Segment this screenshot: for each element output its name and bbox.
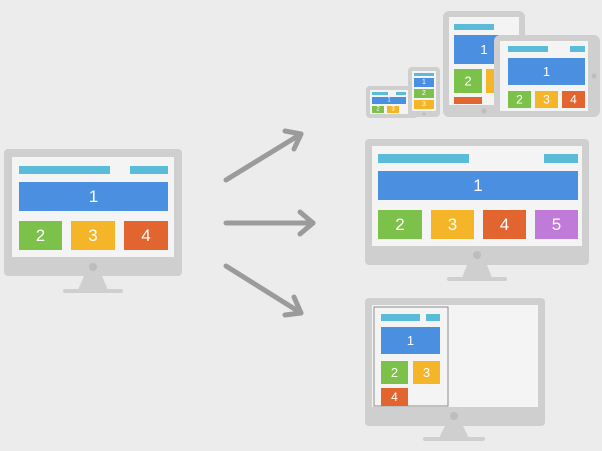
arrow-down-right-icon bbox=[223, 263, 304, 318]
header-bar-right bbox=[570, 46, 585, 52]
block-4 bbox=[562, 91, 585, 108]
block-2-label: 2 bbox=[422, 90, 426, 97]
header-bar bbox=[372, 92, 388, 95]
block-3 bbox=[414, 100, 434, 109]
block-2-label: 2 bbox=[464, 74, 471, 89]
block-2 bbox=[508, 91, 531, 108]
block-1-label: 1 bbox=[473, 176, 482, 195]
block-2 bbox=[372, 106, 384, 113]
header-bar bbox=[454, 24, 494, 30]
block-4-label: 4 bbox=[391, 390, 398, 404]
monitor-stand bbox=[439, 426, 469, 438]
block-4 bbox=[124, 221, 168, 250]
monitor-stand bbox=[78, 276, 108, 290]
header-bar-right bbox=[396, 92, 406, 95]
block-3 bbox=[535, 91, 558, 108]
block-2-label: 2 bbox=[36, 226, 45, 245]
header-bar-left bbox=[508, 46, 548, 52]
block-2-label: 2 bbox=[516, 93, 523, 107]
block-3-label: 3 bbox=[543, 93, 550, 107]
phone-portrait-device: 1 2 3 bbox=[408, 67, 440, 117]
home-button bbox=[591, 73, 597, 79]
arrow-up-right-icon bbox=[223, 128, 304, 183]
block-3 bbox=[431, 210, 474, 239]
monitor-power-dot bbox=[450, 412, 458, 420]
block-4 bbox=[454, 97, 482, 104]
block-4 bbox=[483, 210, 526, 239]
block-4 bbox=[381, 388, 408, 406]
block-2-label: 2 bbox=[391, 365, 398, 380]
block-1-label: 1 bbox=[387, 98, 391, 104]
monitor-power-dot bbox=[89, 263, 97, 271]
block-4-label: 4 bbox=[570, 93, 577, 107]
block-1-label: 1 bbox=[543, 64, 550, 79]
block-3 bbox=[387, 106, 399, 113]
phone-landscape-device: 1 2 3 bbox=[366, 86, 418, 118]
monitor-power-dot bbox=[473, 251, 481, 259]
header-bar-right bbox=[544, 154, 578, 163]
block-2 bbox=[454, 69, 482, 93]
home-button bbox=[481, 108, 487, 114]
arrow-right-icon bbox=[223, 209, 316, 237]
block-1 bbox=[381, 327, 440, 354]
block-5 bbox=[535, 210, 578, 239]
header-bar bbox=[414, 73, 434, 76]
block-2 bbox=[414, 89, 434, 98]
block-2-label: 2 bbox=[395, 215, 404, 234]
block-4-label: 4 bbox=[500, 215, 509, 234]
block-1-label: 1 bbox=[89, 187, 98, 206]
block-1-label: 1 bbox=[480, 42, 487, 57]
header-bar-left bbox=[19, 166, 110, 174]
tablet-landscape-device: 1 2 3 4 bbox=[494, 35, 600, 117]
block-3-label: 3 bbox=[391, 107, 395, 113]
block-1 bbox=[414, 78, 434, 87]
monitor-base bbox=[63, 289, 123, 293]
home-button bbox=[422, 112, 426, 116]
block-1 bbox=[378, 171, 578, 200]
header-bar-left bbox=[381, 314, 420, 321]
monitor-base bbox=[423, 437, 485, 441]
block-2-label: 2 bbox=[376, 107, 380, 113]
monitor-stand bbox=[462, 265, 492, 278]
block-3 bbox=[413, 361, 440, 384]
block-1 bbox=[372, 97, 406, 104]
block-1-label: 1 bbox=[407, 333, 414, 348]
block-3-label: 3 bbox=[88, 226, 97, 245]
block-2 bbox=[378, 210, 422, 239]
block-4-label: 4 bbox=[141, 226, 150, 245]
block-5-label: 5 bbox=[552, 215, 561, 234]
block-1-label: 1 bbox=[422, 79, 426, 86]
block-3 bbox=[71, 221, 115, 250]
header-bar-right bbox=[130, 166, 168, 174]
header-bar-right bbox=[426, 314, 440, 321]
block-2 bbox=[19, 221, 62, 250]
monitor-base bbox=[447, 277, 507, 281]
block-3-label: 3 bbox=[448, 215, 457, 234]
block-3-label: 3 bbox=[423, 365, 430, 380]
block-1 bbox=[19, 182, 168, 211]
desktop-narrow-window-monitor: 1 2 3 4 bbox=[365, 298, 545, 441]
block-1 bbox=[508, 58, 585, 85]
block-3-label: 3 bbox=[422, 101, 426, 108]
wide-desktop-monitor: 1 2 3 4 5 bbox=[365, 139, 589, 281]
header-bar-left bbox=[378, 154, 469, 163]
source-desktop-monitor: 1 2 3 4 bbox=[4, 149, 182, 293]
block-2 bbox=[381, 361, 408, 384]
